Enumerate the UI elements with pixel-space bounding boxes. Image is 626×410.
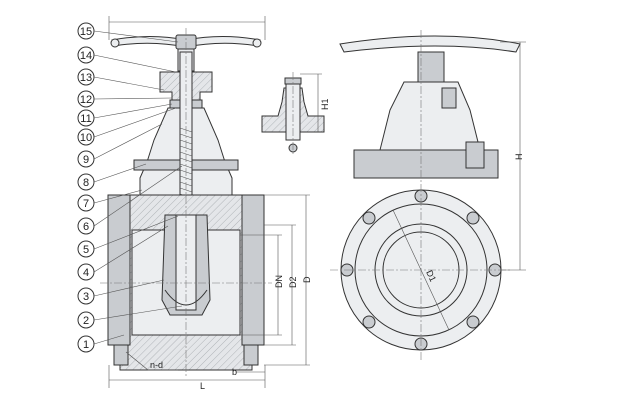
callout-1: 1	[77, 334, 125, 353]
svg-text:2: 2	[83, 315, 89, 327]
svg-text:8: 8	[83, 177, 89, 189]
side-grease-nipple	[441, 87, 457, 109]
callout-12: 12	[77, 90, 173, 108]
callout-9: 9	[77, 123, 163, 168]
callout-14: 14	[77, 46, 177, 73]
callout-13: 13	[77, 68, 165, 91]
dim-label-d1: D1	[424, 269, 438, 284]
side-fitting	[465, 141, 485, 169]
dim-label-h: H	[514, 154, 524, 161]
side-bolt-holes	[340, 189, 502, 351]
svg-text:4: 4	[83, 267, 89, 279]
svg-text:13: 13	[80, 72, 92, 84]
callout-8: 8	[77, 163, 147, 191]
dim-label-dn: DN	[274, 275, 284, 288]
svg-text:6: 6	[83, 221, 89, 233]
svg-text:3: 3	[83, 291, 89, 303]
callout-7: 7	[77, 189, 143, 212]
callout-4: 4	[77, 225, 169, 281]
svg-text:15: 15	[80, 26, 92, 38]
svg-text:7: 7	[83, 198, 89, 210]
svg-text:12: 12	[80, 94, 92, 106]
svg-text:14: 14	[80, 50, 92, 62]
dim-label-b: b	[232, 367, 237, 377]
svg-text:1: 1	[83, 339, 89, 351]
callout-10: 10	[77, 107, 177, 146]
callout-11: 11	[77, 103, 173, 127]
dim-label-l: L	[200, 381, 205, 391]
callout-6: 6	[77, 165, 183, 235]
right-foot	[243, 344, 259, 366]
gland-detail-view: H1	[261, 72, 330, 156]
svg-text:10: 10	[80, 132, 92, 144]
svg-text:11: 11	[80, 113, 91, 125]
callout-15: 15	[77, 22, 179, 43]
svg-text:5: 5	[83, 244, 89, 256]
callout-3: 3	[77, 279, 165, 305]
callouts: 15 14 13 12 11 10 9	[77, 22, 183, 353]
dim-label-h1: H1	[320, 98, 330, 110]
right-flange	[241, 194, 265, 346]
callout-5: 5	[77, 215, 179, 258]
dim-label-nd: n-d	[150, 360, 163, 370]
svg-text:9: 9	[83, 154, 89, 166]
left-foot	[113, 344, 129, 366]
side-handwheel	[339, 35, 521, 53]
dim-label-d: D	[302, 276, 312, 283]
left-flange	[107, 194, 131, 346]
callout-2: 2	[77, 305, 183, 329]
dim-label-d2: D2	[288, 276, 298, 288]
front-section-view: L b n-d DN D2 D	[100, 16, 312, 391]
side-view: D1 H	[330, 30, 526, 360]
